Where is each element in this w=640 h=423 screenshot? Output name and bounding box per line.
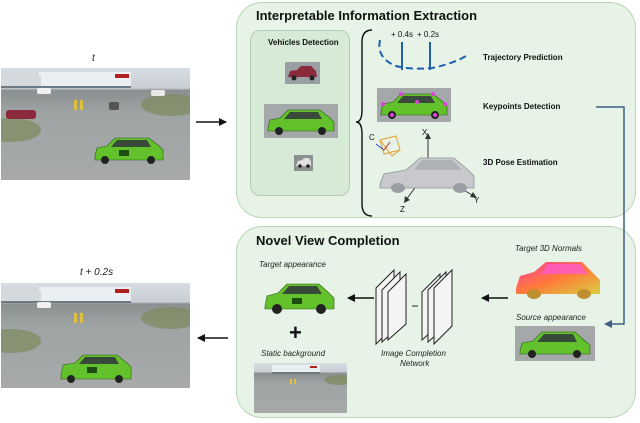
source-appearance-label: Source appearance: [516, 313, 586, 322]
static-background-label: Static background: [261, 349, 326, 358]
input-frame-image: [1, 68, 190, 180]
target-appearance-label: Target appearance: [259, 260, 326, 269]
axis-x-label: X: [422, 128, 428, 137]
output-frame-image: [1, 283, 190, 388]
input-time-label: t: [92, 53, 95, 64]
network-label-line1: Image Completion: [381, 349, 446, 358]
pose-estimation-label: 3D Pose Estimation: [483, 158, 558, 167]
source-appearance-image: [515, 326, 595, 361]
vehicle-crop-red: [285, 62, 320, 84]
connector-extraction-to-completion: [596, 106, 625, 328]
completion-title: Novel View Completion: [256, 233, 400, 248]
plus-sign: +: [289, 320, 302, 345]
output-time-label: t + 0.2s: [80, 267, 114, 278]
vehicles-detection-label: Vehicles Detection: [268, 38, 339, 47]
vehicle-crop-green: [264, 104, 338, 138]
axis-z-label: Z: [400, 205, 405, 214]
trajectory-prediction-label: Trajectory Prediction: [483, 53, 563, 62]
vehicle-crop-small: [294, 155, 313, 171]
keypoints-detection-label: Keypoints Detection: [483, 102, 561, 111]
time-label-0-4s: + 0.4s: [391, 30, 414, 39]
static-background-image: [254, 363, 347, 413]
axis-c-label: C: [369, 133, 375, 142]
curly-brace: [355, 29, 373, 217]
trajectory-plot: [378, 39, 467, 70]
extraction-title: Interpretable Information Extraction: [256, 8, 478, 23]
network-label-line2: Network: [400, 359, 430, 368]
pose-diagram: [375, 133, 477, 203]
axis-y-label: Y: [474, 196, 480, 205]
keypoints-image: [377, 88, 451, 122]
target-appearance-image: [262, 278, 337, 318]
target-normals-label: Target 3D Normals: [515, 244, 582, 253]
target-normals-image: [516, 262, 600, 299]
image-completion-network: [375, 268, 453, 346]
time-label-0-2s: + 0.2s: [417, 30, 440, 39]
